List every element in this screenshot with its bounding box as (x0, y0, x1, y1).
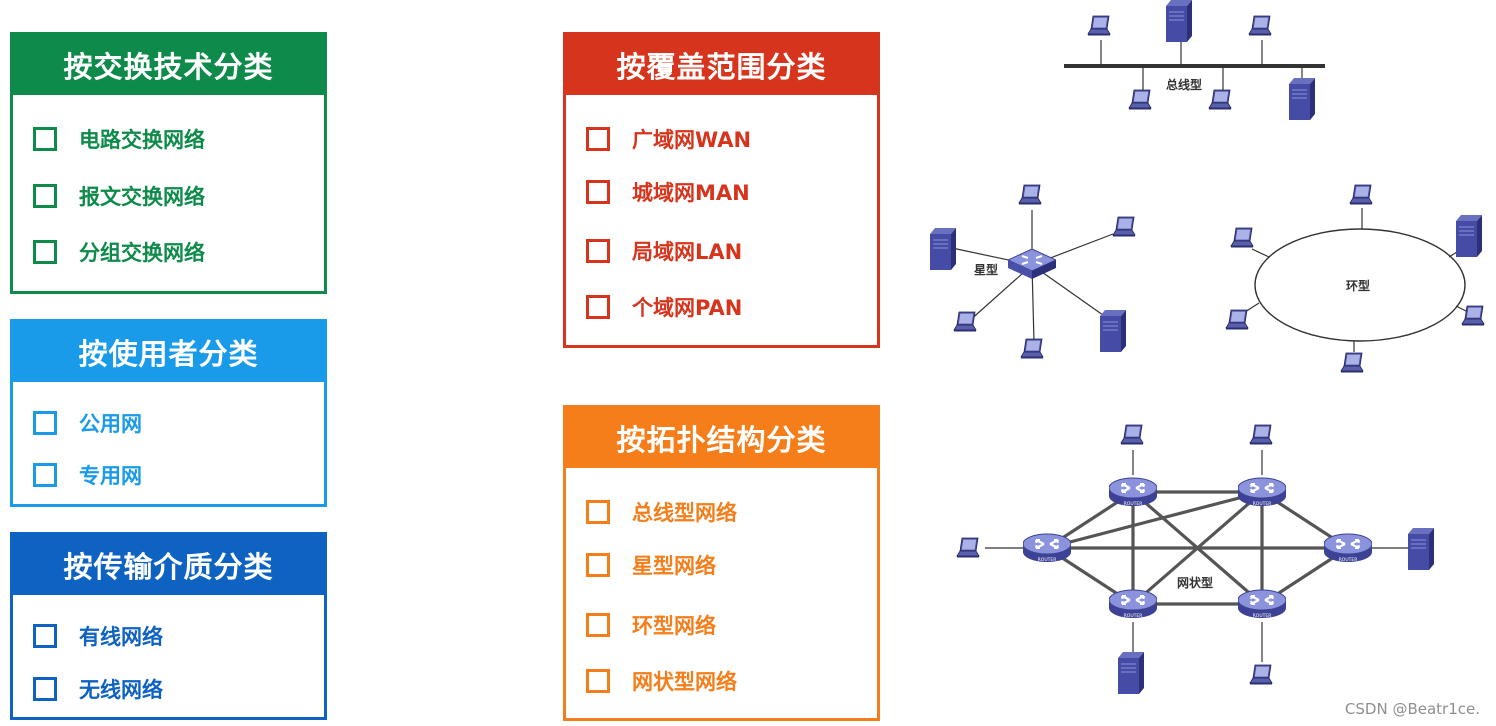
list-item: 环型网络 (586, 610, 716, 640)
server-icon (1408, 528, 1434, 570)
router-icon (1109, 476, 1157, 509)
laptop-icon (1225, 309, 1249, 331)
checkbox-icon (586, 295, 610, 319)
card-title: 按拓扑结构分类 (566, 408, 877, 468)
card-medium: 按传输介质分类 有线网络 无线网络 (10, 532, 327, 720)
server-icon (1456, 215, 1482, 257)
item-label: 总线型网络 (632, 501, 737, 525)
laptop-icon (1128, 89, 1152, 111)
checkbox-icon (586, 553, 610, 577)
bus-topology: 总线型 (1064, 0, 1325, 120)
checkbox-icon (33, 240, 57, 264)
list-item: 网状型网络 (586, 666, 737, 696)
item-label: 专用网 (79, 464, 142, 488)
laptop-icon (1340, 352, 1364, 374)
ring-label: 环型 (1346, 278, 1370, 293)
laptop-icon (1208, 89, 1232, 111)
laptop-icon (1120, 424, 1144, 446)
mesh-label: 网状型 (1177, 575, 1213, 590)
list-item: 分组交换网络 (33, 237, 205, 267)
checkbox-icon (33, 127, 57, 151)
list-item: 城域网MAN (586, 177, 750, 207)
card-title: 按传输介质分类 (13, 535, 324, 595)
list-item: 报文交换网络 (33, 181, 205, 211)
laptop-icon (953, 311, 977, 333)
checkbox-icon (33, 184, 57, 208)
list-item: 有线网络 (33, 621, 163, 651)
laptop-icon (1461, 305, 1485, 327)
checkbox-icon (586, 180, 610, 204)
checkbox-icon (33, 411, 57, 435)
list-item: 无线网络 (33, 674, 163, 704)
server-icon (1100, 310, 1126, 352)
checkbox-icon (586, 239, 610, 263)
item-label: 局域网LAN (632, 240, 743, 264)
card-title: 按交换技术分类 (13, 35, 324, 95)
watermark: CSDN @Beatr1ce. (1344, 700, 1480, 718)
laptop-icon (1248, 15, 1272, 37)
checkbox-icon (33, 463, 57, 487)
list-item: 广域网WAN (586, 124, 751, 154)
server-icon (1118, 652, 1144, 694)
card-coverage: 按覆盖范围分类 广域网WAN 城域网MAN 局域网LAN 个域网PAN (563, 32, 880, 348)
item-label: 公用网 (79, 412, 142, 436)
list-item: 专用网 (33, 460, 142, 490)
card-switching: 按交换技术分类 电路交换网络 报文交换网络 分组交换网络 (10, 32, 327, 294)
card-users: 按使用者分类 公用网 专用网 (10, 319, 327, 507)
laptop-icon (1249, 424, 1273, 446)
checkbox-icon (586, 127, 610, 151)
item-label: 无线网络 (79, 678, 163, 702)
card-title: 按使用者分类 (13, 322, 324, 382)
router-icon (1238, 588, 1286, 621)
laptop-icon (1249, 664, 1273, 686)
checkbox-icon (586, 613, 610, 637)
router-icon (1324, 532, 1372, 565)
laptop-icon (1087, 15, 1111, 37)
laptop-icon (1230, 227, 1254, 249)
item-label: 分组交换网络 (79, 241, 205, 265)
list-item: 局域网LAN (586, 236, 742, 266)
laptop-icon (956, 537, 980, 559)
router-icon (1023, 532, 1071, 565)
item-label: 电路交换网络 (79, 128, 205, 152)
list-item: 星型网络 (586, 550, 716, 580)
item-label: 网状型网络 (632, 670, 737, 694)
list-item: 公用网 (33, 408, 142, 438)
item-label: 个域网PAN (632, 296, 743, 320)
ring-topology: 环型 (1225, 184, 1485, 374)
item-label: 广域网WAN (632, 128, 752, 152)
laptop-icon (1018, 184, 1042, 206)
server-icon (1289, 78, 1315, 120)
mesh-topology: 网状型 (956, 424, 1434, 694)
item-label: 有线网络 (79, 625, 163, 649)
item-label: 星型网络 (632, 554, 716, 578)
card-title: 按覆盖范围分类 (566, 35, 877, 95)
bus-label: 总线型 (1166, 77, 1202, 92)
laptop-icon (1112, 216, 1136, 238)
checkbox-icon (33, 624, 57, 648)
router-icon (1109, 588, 1157, 621)
item-label: 环型网络 (632, 614, 716, 638)
item-label: 报文交换网络 (79, 185, 205, 209)
checkbox-icon (586, 669, 610, 693)
server-icon (1166, 0, 1192, 42)
list-item: 总线型网络 (586, 497, 737, 527)
star-label: 星型 (974, 262, 998, 277)
list-item: 电路交换网络 (33, 124, 205, 154)
router-icon (1238, 476, 1286, 509)
checkbox-icon (33, 677, 57, 701)
server-icon (930, 228, 956, 270)
laptop-icon (1349, 184, 1373, 206)
item-label: 城域网MAN (632, 181, 750, 205)
switch-icon (1008, 249, 1056, 280)
laptop-icon (1020, 338, 1044, 360)
card-topology: 按拓扑结构分类 总线型网络 星型网络 环型网络 网状型网络 (563, 405, 880, 721)
checkbox-icon (586, 500, 610, 524)
list-item: 个域网PAN (586, 292, 742, 322)
